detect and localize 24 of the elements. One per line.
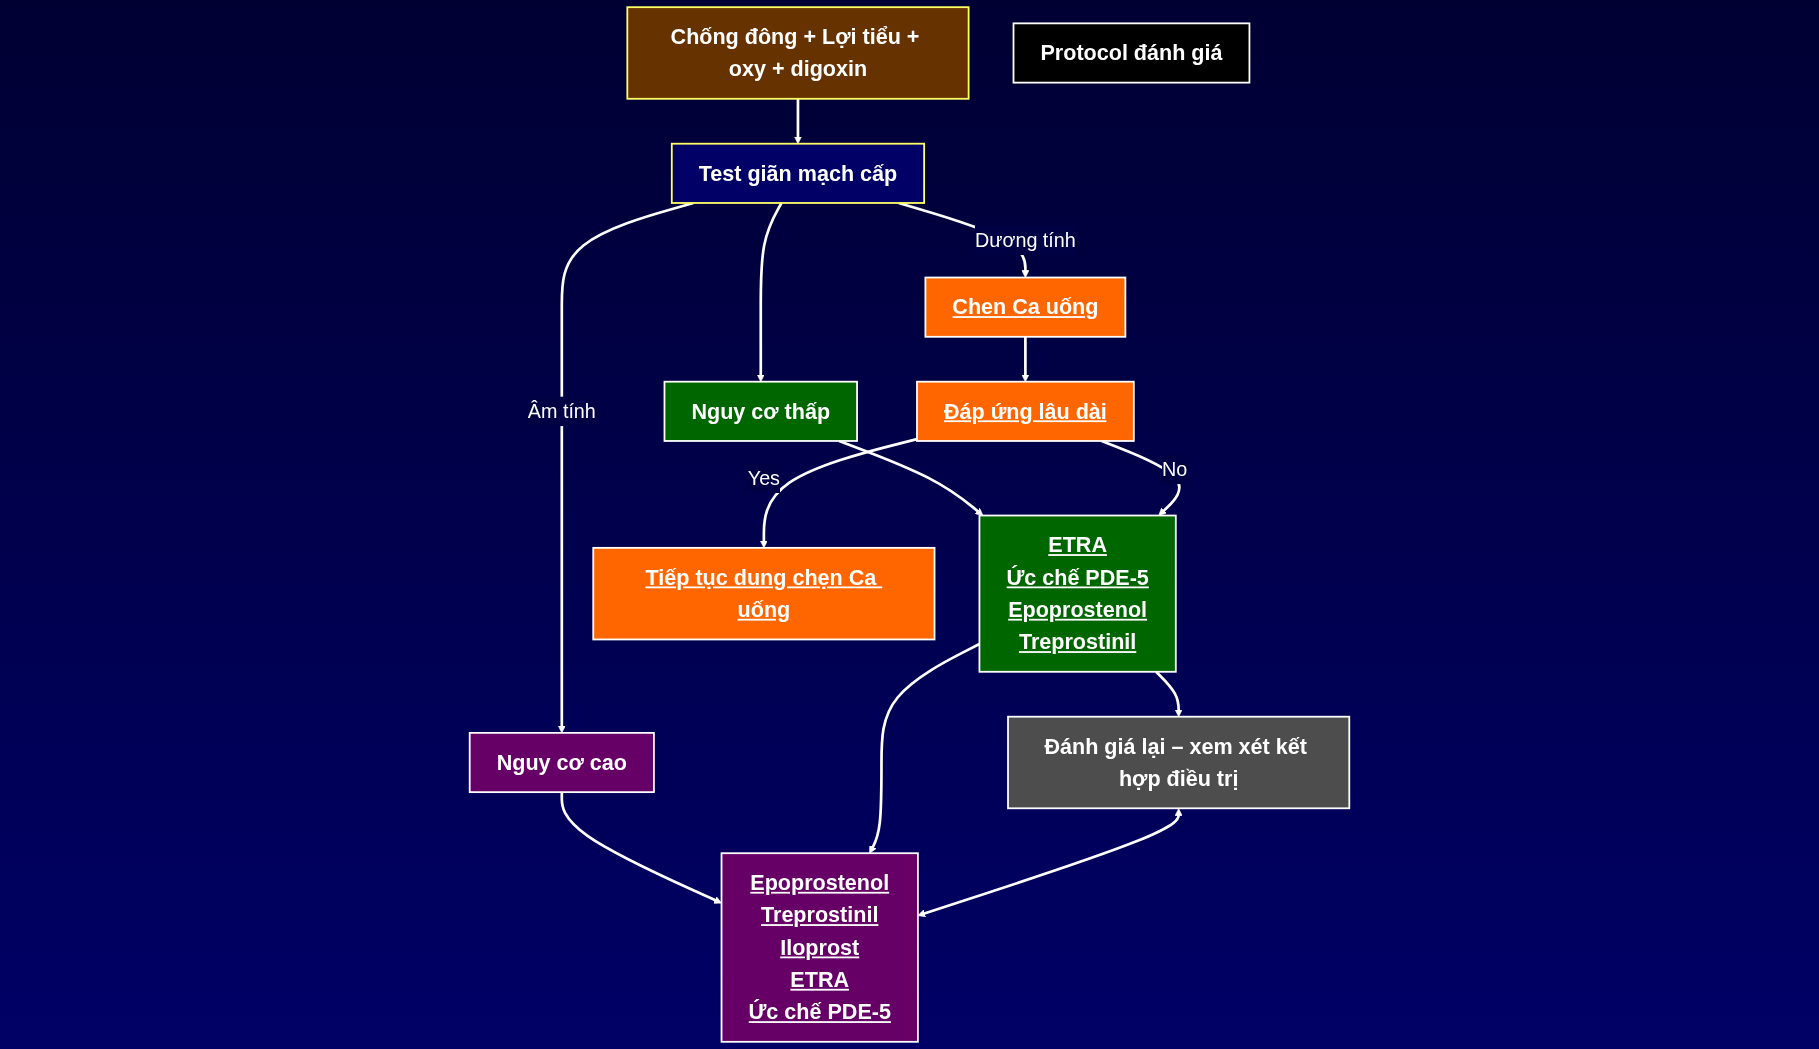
node-box: Chen Ca uống — [924, 276, 1127, 338]
node-box: Epoprostenol Treprostinil Iloprost ETRA Ức chế PDE-5 — [720, 852, 919, 1043]
arrow — [838, 439, 984, 516]
node-box: Nguy cơ thấp — [663, 380, 858, 442]
arrow — [917, 808, 1183, 918]
edge-label: Dương tính — [974, 229, 1076, 252]
node-box: Tiếp tục dung chẹn Ca uống — [592, 546, 936, 641]
arrow — [560, 792, 722, 904]
node-box: Đánh giá lại – xem xét kết hợp điều trị — [1007, 715, 1351, 810]
node-box: Chống đông + Lợi tiểu + oxy + digoxin — [626, 6, 970, 100]
node-box: Protocol đánh giá — [1012, 22, 1251, 84]
node-box: Test giãn mạch cấp — [670, 142, 926, 204]
node-box: Nguy cơ cao — [468, 731, 655, 794]
arrow — [759, 437, 918, 549]
arrow — [1155, 670, 1183, 718]
arrow — [557, 201, 694, 734]
arrow — [756, 202, 783, 383]
edge-label: No — [1162, 458, 1188, 481]
edge-label: Yes — [747, 467, 780, 490]
edge-label: Âm tính — [527, 400, 596, 423]
node-box: Đáp ứng lâu dài — [916, 380, 1135, 442]
arrow — [794, 98, 802, 145]
arrow — [1021, 336, 1030, 383]
node-box: ETRA Ức chế PDE-5 Epoprostenol Treprostinil — [978, 514, 1177, 673]
